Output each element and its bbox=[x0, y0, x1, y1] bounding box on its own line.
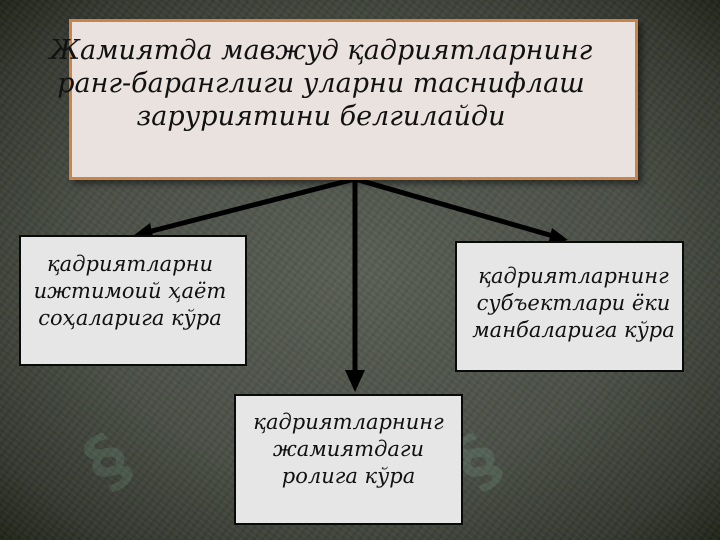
child-node-right-text: қадриятларнинг субъектлари ёки манбалари… bbox=[472, 264, 675, 342]
child-node-bottom-text: қадриятларнинг жамиятдаги ролига кўра bbox=[253, 410, 444, 488]
arrow-line-right bbox=[352, 176, 556, 239]
child-node-left: қадриятларни ижтимоий ҳаёт соҳаларига кў… bbox=[19, 235, 247, 366]
child-node-right: қадриятларнинг субъектлари ёки манбалари… bbox=[455, 241, 684, 372]
root-node-text: Жамиятда мавжуд қадриятларнинг ранг-бара… bbox=[49, 35, 593, 132]
arrow-line-left bbox=[145, 176, 358, 235]
child-node-left-text: қадриятларни ижтимоий ҳаёт соҳаларига кў… bbox=[33, 252, 227, 330]
child-node-bottom: қадриятларнинг жамиятдаги ролига кўра bbox=[234, 394, 463, 525]
arrowhead-right bbox=[548, 228, 568, 245]
arrowhead-bottom bbox=[345, 370, 365, 392]
root-node: Жамиятда мавжуд қадриятларнинг ранг-бара… bbox=[50, 19, 638, 180]
